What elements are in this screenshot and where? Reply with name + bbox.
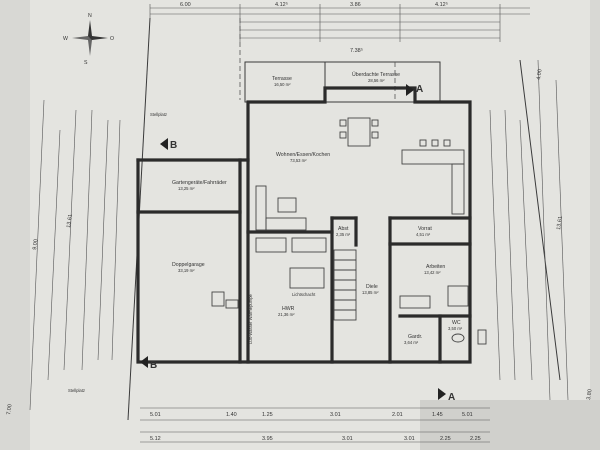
left-dimensions: 13.61 9.00 7.00	[6, 99, 121, 415]
note-lichtschacht: Lichtschacht	[292, 292, 316, 297]
wc-fixtures	[451, 329, 487, 345]
dim-right-upper: 4.00	[536, 69, 543, 80]
room-gartengeraete-name: Gartengeräte/Fahrräder	[172, 180, 227, 186]
note-stellplatz-bottom: Stellplatz	[68, 388, 85, 393]
room-ueberdachte-terrasse-area: 28,56 m²	[368, 78, 385, 83]
dim-terrace-width: 7.38⁵	[350, 47, 363, 54]
room-hwr-name: HWR	[282, 306, 295, 312]
dim-bottom-r2-5: 2.25	[470, 436, 481, 442]
dim-right-bottom: 3.80	[586, 389, 593, 400]
section-a-bottom-label: A	[448, 392, 455, 403]
dim-bottom-r1-5: 1.45	[432, 412, 443, 418]
room-ueberdachte-terrasse-name: Überdachte Terrasse	[352, 71, 400, 78]
top-dimensions: 6.00 4.12⁵ 3.86 4.12⁵ 7.38⁵	[149, 1, 530, 54]
dim-bottom-r2-3: 3.01	[404, 436, 415, 442]
right-dimensions: 13.61 3.80 4.00	[489, 59, 593, 400]
section-marker-a-top: A	[406, 84, 423, 96]
room-doppelgarage-area: 33,19 m²	[178, 268, 195, 273]
room-arbeiten-area: 13,42 m²	[424, 270, 441, 275]
room-terrasse-area: 16,50 m²	[274, 82, 291, 87]
dim-top-seg-a: 4.12⁵	[275, 1, 288, 8]
section-a-top-label: A	[416, 84, 423, 95]
dining-table	[339, 117, 379, 147]
utility-appliances	[255, 237, 327, 289]
room-wc-area: 3,50 m²	[448, 326, 463, 331]
house-walls	[136, 86, 472, 364]
room-vorrat-name: Vorrat	[418, 226, 432, 232]
note-stellplatz-top: Stellplatz	[150, 112, 167, 117]
dim-bottom-r1-3: 3.01	[330, 412, 341, 418]
dim-left-secondary: 9.00	[32, 239, 39, 250]
kitchen-counter	[401, 139, 465, 215]
dim-right-overall: 13.61	[556, 216, 564, 230]
room-doppelgarage-name: Doppelgarage	[172, 262, 205, 268]
dim-bottom-r1-1: 1.40	[226, 412, 237, 418]
compass-north-label: N	[88, 13, 92, 19]
room-terrasse-name: Terrasse	[272, 76, 292, 82]
property-line-right	[519, 59, 561, 381]
dim-bottom-r1-0: 5.01	[150, 412, 161, 418]
dim-top-seg-c: 4.12⁵	[435, 1, 448, 8]
room-diele-area: 13,85 m²	[362, 290, 379, 295]
room-labels: Terrasse 16,50 m² Überdachte Terrasse 28…	[172, 71, 463, 345]
section-marker-b-bottom: B	[140, 356, 157, 371]
dim-left-bottom: 7.00	[6, 404, 13, 415]
staircase	[333, 249, 357, 321]
garage-interior	[211, 291, 239, 309]
dim-bottom-r2-2: 3.01	[342, 436, 353, 442]
room-abst-name: Abst	[338, 226, 349, 232]
compass-east-label: O	[110, 36, 114, 42]
dim-bottom-r2-1: 3.95	[262, 436, 273, 442]
dim-left-overall: 13.61	[66, 214, 74, 228]
dim-bottom-r1-6: 5.01	[462, 412, 473, 418]
room-wohnen-area: 73,53 m²	[290, 158, 307, 163]
room-abst-area: 2,35 m²	[336, 232, 351, 237]
section-b-bottom-label: B	[150, 360, 157, 371]
section-marker-a-bottom: A	[438, 388, 455, 403]
compass-south-label: S	[84, 60, 88, 66]
room-vorrat-area: 4,51 m²	[416, 232, 431, 237]
dim-bottom-r2-0: 5.12	[150, 436, 161, 442]
bottom-dimensions: 5.01 1.40 1.25 3.01 2.01 1.45 5.01 5.12 …	[140, 407, 490, 443]
room-hwr-area: 21,36 m²	[278, 312, 295, 317]
room-gartengeraete-area: 13,25 m²	[178, 186, 195, 191]
dim-bottom-r1-2: 1.25	[262, 412, 273, 418]
room-wohnen-name: Wohnen/Essen/Kochen	[276, 152, 330, 158]
dim-bottom-r2-4: 2.25	[440, 436, 451, 442]
dim-top-overall: 6.00	[180, 2, 191, 8]
room-arbeiten-name: Arbeiten	[426, 264, 445, 270]
dim-top-seg-b: 3.86	[350, 2, 361, 8]
office-desk	[399, 285, 469, 309]
section-marker-b-top: B	[160, 138, 177, 151]
compass-west-label: W	[63, 36, 68, 42]
room-gardr-area: 3,64 m²	[404, 340, 419, 345]
room-diele-name: Diele	[366, 284, 378, 290]
room-wc-name: WC	[452, 320, 461, 326]
paper-sheet	[30, 0, 590, 450]
note-waermepumpe: Luft-Wasser Wärmepumpe	[248, 293, 253, 344]
section-b-top-label: B	[170, 140, 177, 151]
sofa	[255, 185, 307, 231]
dim-bottom-r1-4: 2.01	[392, 412, 403, 418]
compass-rose-icon: N S O W	[63, 13, 114, 66]
room-gardr-name: Gardr.	[408, 334, 422, 340]
paper-shadow	[420, 400, 600, 450]
